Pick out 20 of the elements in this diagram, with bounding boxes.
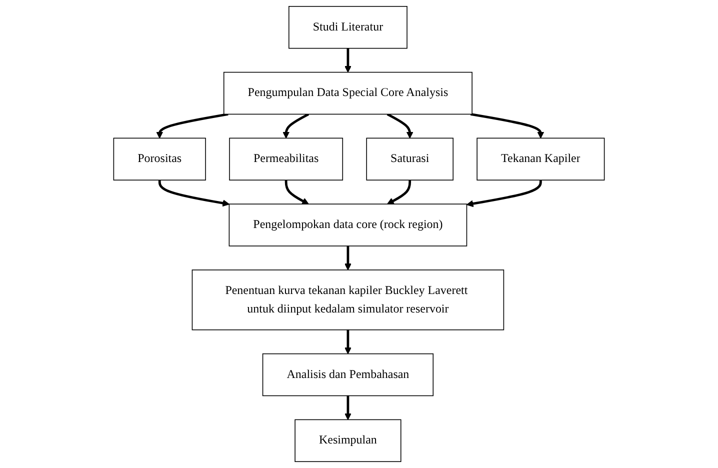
node-box: Pengumpulan Data Special Core Analysis [223,72,472,115]
arrow [282,113,310,138]
arrow [344,246,352,270]
node-box: Pengelompokan data core (rock region) [228,204,468,246]
node-box: Permeabilitas [229,138,344,180]
arrow [387,180,412,204]
arrow [284,180,309,204]
node-box: Analisis dan Pembahasan [262,353,434,396]
arrow [344,48,352,73]
node-box: Porositas [113,138,206,180]
arrow [386,113,414,138]
arrow [470,113,544,138]
arrow [156,113,228,138]
node-box: Penentuan kurva tekanan kapiler Buckley Laverett untuk diinput kedalam simulator reservoir [192,270,504,330]
node-box: Studi Literatur [288,6,408,49]
node-box: Tekanan Kapiler [476,138,605,180]
arrow [344,396,352,420]
node-box: Saturasi [366,138,454,180]
node-box: Kesimpulan [294,419,402,462]
arrow [344,330,352,354]
